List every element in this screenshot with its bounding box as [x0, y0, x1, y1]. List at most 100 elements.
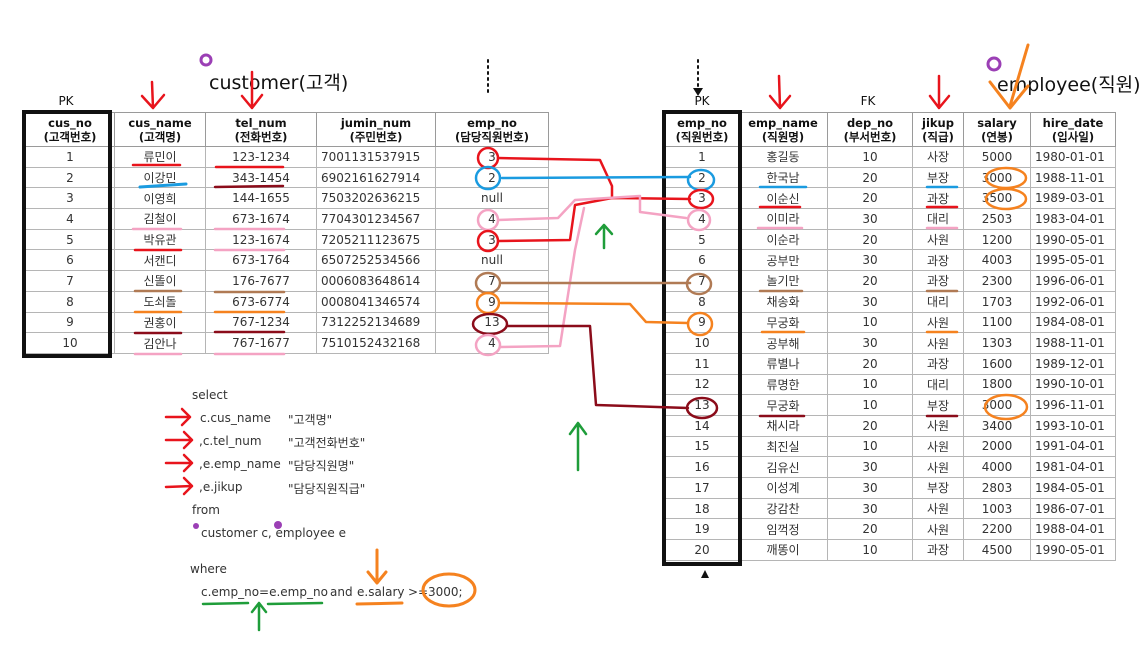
- sql-from: from: [192, 503, 220, 517]
- employee-table-cell: 1988-04-01: [1030, 518, 1116, 541]
- employee-table-cell: 20: [827, 270, 913, 292]
- employee-column-header: salary(연봉): [963, 112, 1031, 147]
- employee-table-cell: 8: [665, 290, 739, 313]
- employee-table-cell: 4000: [963, 456, 1031, 478]
- green-arrow-lower: [568, 421, 588, 472]
- green-underline-join-left: [201, 601, 250, 606]
- employee-column-header: emp_name(직원명): [738, 112, 828, 147]
- customer-table-cell: 767-1234: [205, 311, 317, 334]
- employee-pk-label: PK: [694, 94, 710, 108]
- customer-table-cell: 권홍이: [114, 311, 206, 334]
- employee-table-cell: 2503: [963, 208, 1031, 230]
- employee-table-cell: 강감찬: [738, 497, 828, 520]
- employee-fk-label: FK: [860, 94, 876, 108]
- sql-select-alias-1: "고객명": [288, 413, 333, 427]
- customer-table: cus_no(고객번호)cus_name(고객명)tel_num(전화번호)ju…: [25, 112, 549, 354]
- customer-column-header: cus_name(고객명): [114, 112, 206, 147]
- customer-table-cell: 5: [25, 228, 115, 251]
- employee-header-row: emp_no(직원번호)emp_name(직원명)dep_no(부서번호)jik…: [665, 112, 1116, 147]
- customer-table-cell: 176-7677: [205, 270, 317, 292]
- employee-table-cell: 홍길동: [738, 146, 828, 168]
- employee-table-cell: 1800: [963, 373, 1031, 396]
- employee-table-cell: 1703: [963, 290, 1031, 313]
- employee-table-cell: 10: [665, 332, 739, 354]
- employee-table-cell: 30: [827, 290, 913, 313]
- customer-table-cell: 7001131537915: [316, 146, 436, 168]
- employee-table-cell: 30: [827, 332, 913, 354]
- employee-table-cell: 10: [827, 373, 913, 396]
- employee-table-cell: 이순라: [738, 228, 828, 251]
- employee-table-cell: 사원: [912, 414, 964, 437]
- employee-table-cell: 14: [665, 414, 739, 437]
- employee-table-cell: 20: [827, 518, 913, 541]
- employee-table-cell: 채시라: [738, 414, 828, 437]
- employee-table-cell: 무궁화: [738, 311, 828, 334]
- purple-dot-customer: [199, 53, 213, 67]
- customer-table-cell: 이영희: [114, 187, 206, 210]
- purple-dot-from-c: [193, 523, 199, 529]
- employee-table-cell: 1990-05-01: [1030, 539, 1116, 561]
- red-arrow-select-2: [164, 430, 194, 450]
- employee-table-cell: 1989-03-01: [1030, 187, 1116, 210]
- customer-table-cell: null: [435, 187, 549, 210]
- employee-table-cell: 대리: [912, 290, 964, 313]
- customer-table-cell: 123-1674: [205, 228, 317, 251]
- employee-table-cell: 7: [665, 270, 739, 292]
- customer-table-cell: 4: [435, 332, 549, 354]
- employee-table-cell: 2000: [963, 435, 1031, 458]
- employee-table-cell: 사원: [912, 456, 964, 478]
- customer-table-cell: 0008041346574: [316, 290, 436, 313]
- sql-select-expr-3: ,e.emp_name: [199, 457, 281, 471]
- employee-table-cell: 20: [665, 539, 739, 561]
- employee-table-cell: 20: [827, 352, 913, 375]
- pk-bottom-arrowhead: [701, 570, 709, 578]
- employee-table-cell: 2200: [963, 518, 1031, 541]
- red-arrow-select-3: [164, 453, 194, 473]
- employee-table-cell: 1989-12-01: [1030, 352, 1116, 375]
- employee-table-cell: 무궁화: [738, 394, 828, 416]
- customer-table-cell: 7312252134689: [316, 311, 436, 334]
- customer-table-cell: 2: [435, 166, 549, 189]
- employee-table-cell: 이성계: [738, 477, 828, 499]
- employee-table-cell: 1996-11-01: [1030, 394, 1116, 416]
- employee-table-cell: 사원: [912, 518, 964, 541]
- sql-select-alias-2: "고객전화번호": [288, 436, 366, 450]
- employee-table-cell: 과장: [912, 352, 964, 375]
- sql-where: where: [190, 562, 227, 576]
- employee-table-cell: 1995-05-01: [1030, 249, 1116, 272]
- customer-table-cell: 343-1454: [205, 166, 317, 189]
- green-underline-join-right: [266, 601, 324, 606]
- employee-table-cell: 김유신: [738, 456, 828, 478]
- employee-table-cell: 12: [665, 373, 739, 396]
- employee-table-cell: 부장: [912, 477, 964, 499]
- sql-select-expr-4: ,e.jikup: [199, 480, 243, 494]
- employee-table-cell: 대리: [912, 373, 964, 396]
- customer-table-cell: 이강민: [114, 166, 206, 189]
- customer-table-cell: 4: [25, 208, 115, 230]
- employee-table-cell: 10: [827, 146, 913, 168]
- orange-arrow-where: [366, 548, 388, 585]
- employee-table-cell: 1600: [963, 352, 1031, 375]
- customer-table-cell: 7704301234567: [316, 208, 436, 230]
- employee-table-cell: 류별나: [738, 352, 828, 375]
- sql-from-clause: customer c, employee e: [201, 526, 346, 540]
- employee-table-cell: 3400: [963, 414, 1031, 437]
- employee-table-cell: 30: [827, 497, 913, 520]
- customer-table-cell: 8: [25, 290, 115, 313]
